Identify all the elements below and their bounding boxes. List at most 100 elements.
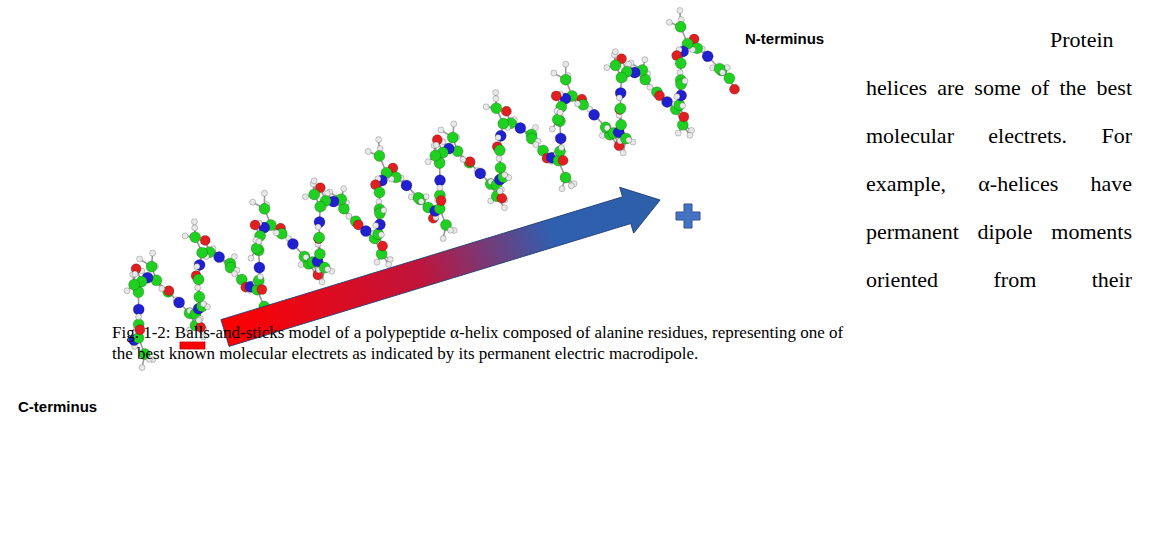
atom-ball	[495, 130, 506, 141]
plus-sign	[676, 204, 700, 228]
atom-ball	[231, 254, 237, 260]
atom-ball	[164, 286, 174, 296]
atom-ball	[666, 19, 672, 25]
atom-ball	[315, 224, 321, 230]
atom-ball	[675, 130, 681, 136]
atom-ball	[146, 261, 157, 272]
body-text: Protein helices are some of the best mol…	[866, 16, 1132, 304]
atom-ball	[254, 262, 265, 273]
atom-ball	[376, 137, 382, 143]
atom-ball	[133, 304, 144, 315]
atom-ball	[360, 226, 371, 237]
atom-ball	[200, 301, 206, 307]
atom-ball	[589, 109, 600, 120]
atom-ball	[502, 172, 508, 178]
atom-ball	[341, 186, 347, 192]
terminus-label: C-terminus	[18, 398, 97, 415]
atom-ball	[195, 285, 201, 291]
atom-ball	[533, 142, 539, 148]
figure-caption: Fig. 1-2: Balls-and-sticks model of a po…	[112, 322, 860, 364]
atom-ball	[425, 159, 431, 165]
atom-ball	[196, 317, 202, 323]
atom-ball	[435, 175, 446, 186]
atom-ball	[493, 90, 499, 96]
atom-ball	[373, 223, 379, 229]
atom-ball	[497, 193, 507, 203]
atom-ball	[159, 286, 165, 292]
atom-ball	[675, 21, 686, 32]
atom-ball	[315, 201, 326, 212]
atom-ball	[559, 145, 565, 151]
atom-ball	[730, 84, 740, 94]
atom-ball	[430, 150, 441, 161]
atom-ball	[190, 232, 201, 243]
atom-ball	[483, 104, 489, 110]
atom-ball	[610, 60, 621, 71]
atom-ball	[259, 203, 270, 214]
atom-ball	[502, 205, 508, 211]
atom-ball	[616, 72, 627, 83]
atom-ball	[460, 156, 466, 162]
terminus-label: N-terminus	[745, 30, 824, 47]
atom-ball	[182, 233, 188, 239]
atom-ball	[675, 58, 686, 69]
atom-ball	[174, 297, 185, 308]
atom-ball	[549, 126, 555, 132]
atom-ball	[437, 185, 443, 191]
atom-ball	[257, 285, 267, 295]
atom-ball	[687, 132, 693, 138]
atom-ball	[250, 220, 260, 230]
atom-ball	[309, 189, 320, 200]
atom-ball	[494, 145, 505, 156]
atom-ball	[438, 127, 444, 133]
atom-ball	[256, 239, 262, 245]
atom-ball	[447, 132, 458, 143]
atom-ball	[378, 241, 388, 251]
atom-ball	[475, 168, 486, 179]
atom-ball	[680, 103, 686, 109]
atom-ball	[560, 74, 571, 85]
atom-ball	[194, 264, 200, 270]
atom-ball	[150, 250, 156, 256]
atom-ball	[319, 279, 325, 285]
atom-ball	[679, 112, 689, 122]
atom-ball	[677, 8, 683, 14]
atom-ball	[495, 134, 501, 140]
atom-ball	[373, 229, 384, 240]
atom-ball	[615, 103, 626, 114]
atom-ball	[552, 114, 563, 125]
atom-ball	[724, 73, 735, 84]
atom-ball	[200, 235, 210, 245]
atom-ball	[563, 61, 569, 67]
atom-ball	[374, 187, 385, 198]
atom-ball	[191, 219, 197, 225]
atom-ball	[674, 100, 685, 111]
atom-ball	[365, 148, 371, 154]
atom-ball	[303, 194, 309, 200]
atom-ball	[558, 156, 568, 166]
atom-ball	[386, 261, 392, 267]
atom-ball	[418, 199, 424, 205]
atom-ball	[604, 65, 610, 71]
atom-ball	[374, 259, 380, 265]
atom-ball	[137, 256, 143, 262]
atom-ball	[311, 178, 317, 184]
atom-ball	[401, 180, 412, 191]
atom-ball	[197, 247, 208, 258]
atom-ball	[626, 137, 632, 143]
atom-ball	[620, 133, 631, 144]
atom-ball	[194, 291, 205, 302]
atom-ball	[378, 232, 384, 238]
atom-ball	[381, 207, 387, 213]
atom-ball	[319, 262, 330, 273]
atom-ball	[251, 243, 262, 254]
atom-ball	[194, 259, 205, 270]
atom-ball	[232, 271, 238, 277]
atom-ball	[559, 186, 565, 192]
atom-ball	[616, 119, 627, 130]
atom-ball	[374, 150, 385, 161]
atom-ball	[448, 227, 454, 233]
atom-ball	[262, 190, 268, 196]
atom-ball	[248, 255, 254, 261]
atom-ball	[257, 274, 263, 280]
